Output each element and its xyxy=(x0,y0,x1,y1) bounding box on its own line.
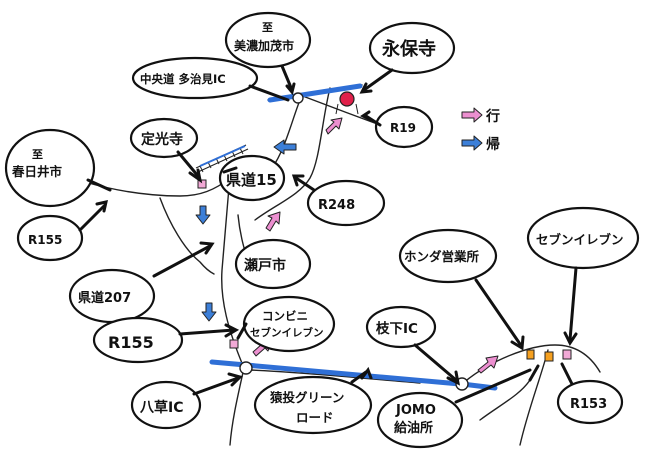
label-seto: 瀬戸市 xyxy=(244,257,286,274)
label-seven: セブンイレブン xyxy=(536,232,624,247)
label-r19: R19 xyxy=(390,121,416,135)
bubble-r155-a xyxy=(16,214,84,262)
label-to-minokamo-2: 美濃加茂市 xyxy=(234,38,294,53)
label-r248: R248 xyxy=(318,198,355,213)
label-r155-b: R155 xyxy=(108,333,154,352)
bubble-eihoji xyxy=(368,21,456,75)
tokai-loop-blue xyxy=(209,359,463,387)
road-pref15 xyxy=(254,87,331,221)
legend-back-arrow xyxy=(461,135,483,151)
conv-marker xyxy=(229,339,239,349)
legend-go-arrow xyxy=(461,107,483,123)
label-jokoji: 定光寺 xyxy=(141,131,183,148)
tajimi-ic-circle xyxy=(292,92,304,104)
label-to-minokamo-1: 至 xyxy=(262,21,273,34)
seven-pink-marker xyxy=(562,349,572,360)
back-arrows xyxy=(195,135,483,322)
label-r153: R153 xyxy=(570,397,607,412)
bubble-minokamo xyxy=(224,11,312,69)
label-pref207: 県道207 xyxy=(78,290,131,306)
label-jomo-1: JOMO xyxy=(395,403,436,418)
road-pref207 xyxy=(159,197,215,275)
label-honda: ホンダ営業所 xyxy=(404,249,480,264)
label-tajimi-ic: 中央道 多治見IC xyxy=(140,72,226,86)
bubble-seven xyxy=(526,206,640,270)
label-jomo-2: 給油所 xyxy=(394,420,433,436)
bubble-green-road xyxy=(253,375,373,435)
road-main-ns xyxy=(221,174,245,369)
seven-orange-marker xyxy=(544,351,554,362)
go-arrow-green xyxy=(477,355,499,374)
back-arrow-pref15 xyxy=(273,139,297,155)
road-yakusa-east xyxy=(249,369,421,384)
bubble-edashita xyxy=(365,305,437,349)
honda-marker xyxy=(526,349,535,360)
back-arrow-low xyxy=(201,302,217,322)
bubble-honda xyxy=(398,228,498,284)
back-arrow-mid xyxy=(195,205,211,225)
bubble-yakusa xyxy=(130,380,202,430)
label-legend-back: 帰 xyxy=(486,136,500,153)
go-arrows xyxy=(252,107,499,374)
bubble-seto xyxy=(234,238,312,290)
label-green-road-1: 猿投グリーン xyxy=(269,390,344,405)
bubble-tajimi-ic xyxy=(131,56,259,100)
store-markers xyxy=(197,179,572,362)
map-labels: 至 美濃加茂市 永保寺 中央道 多治見IC R19 行 帰 至 春日井市 定光寺… xyxy=(11,21,624,436)
label-conv-2: セブンイレブン xyxy=(250,326,324,339)
railway-blue xyxy=(199,145,246,167)
go-arrow-seto xyxy=(265,211,281,232)
label-r155-a: R155 xyxy=(28,233,62,247)
yakusa-ic-circle xyxy=(239,361,253,375)
bubble-jomo xyxy=(376,391,464,449)
label-to-kasugai-1: 至 xyxy=(32,148,43,161)
bubble-kasugai xyxy=(4,128,96,208)
road-yakusa-down xyxy=(229,367,245,446)
road-r153-south xyxy=(519,349,549,446)
label-bubbles xyxy=(4,11,640,449)
road-r153-cross xyxy=(479,379,531,421)
go-arrow-r19 xyxy=(325,117,343,135)
label-legend-go: 行 xyxy=(485,108,500,125)
label-eihoji: 永保寺 xyxy=(381,38,436,60)
label-yakusa-ic: 八草IC xyxy=(139,399,183,416)
label-pref15: 県道15 xyxy=(226,171,277,189)
bubble-r153 xyxy=(556,379,624,425)
label-to-kasugai-2: 春日井市 xyxy=(11,164,63,179)
bubble-r19 xyxy=(374,105,434,149)
road-to-kasugai xyxy=(84,177,231,197)
eihoji-marker xyxy=(335,91,359,115)
bubble-r155-b xyxy=(92,316,184,364)
road-r19 xyxy=(299,94,381,126)
bubble-r248 xyxy=(306,179,386,227)
jokoji-marker xyxy=(197,179,207,189)
pointer-arrows xyxy=(78,64,578,404)
bubble-conv xyxy=(242,295,336,353)
label-green-road-2: ロード xyxy=(296,410,334,425)
label-edashita-ic: 枝下IC xyxy=(375,320,418,337)
label-conv-1: コンビニ xyxy=(262,309,308,323)
bubble-jokoji xyxy=(129,117,199,159)
